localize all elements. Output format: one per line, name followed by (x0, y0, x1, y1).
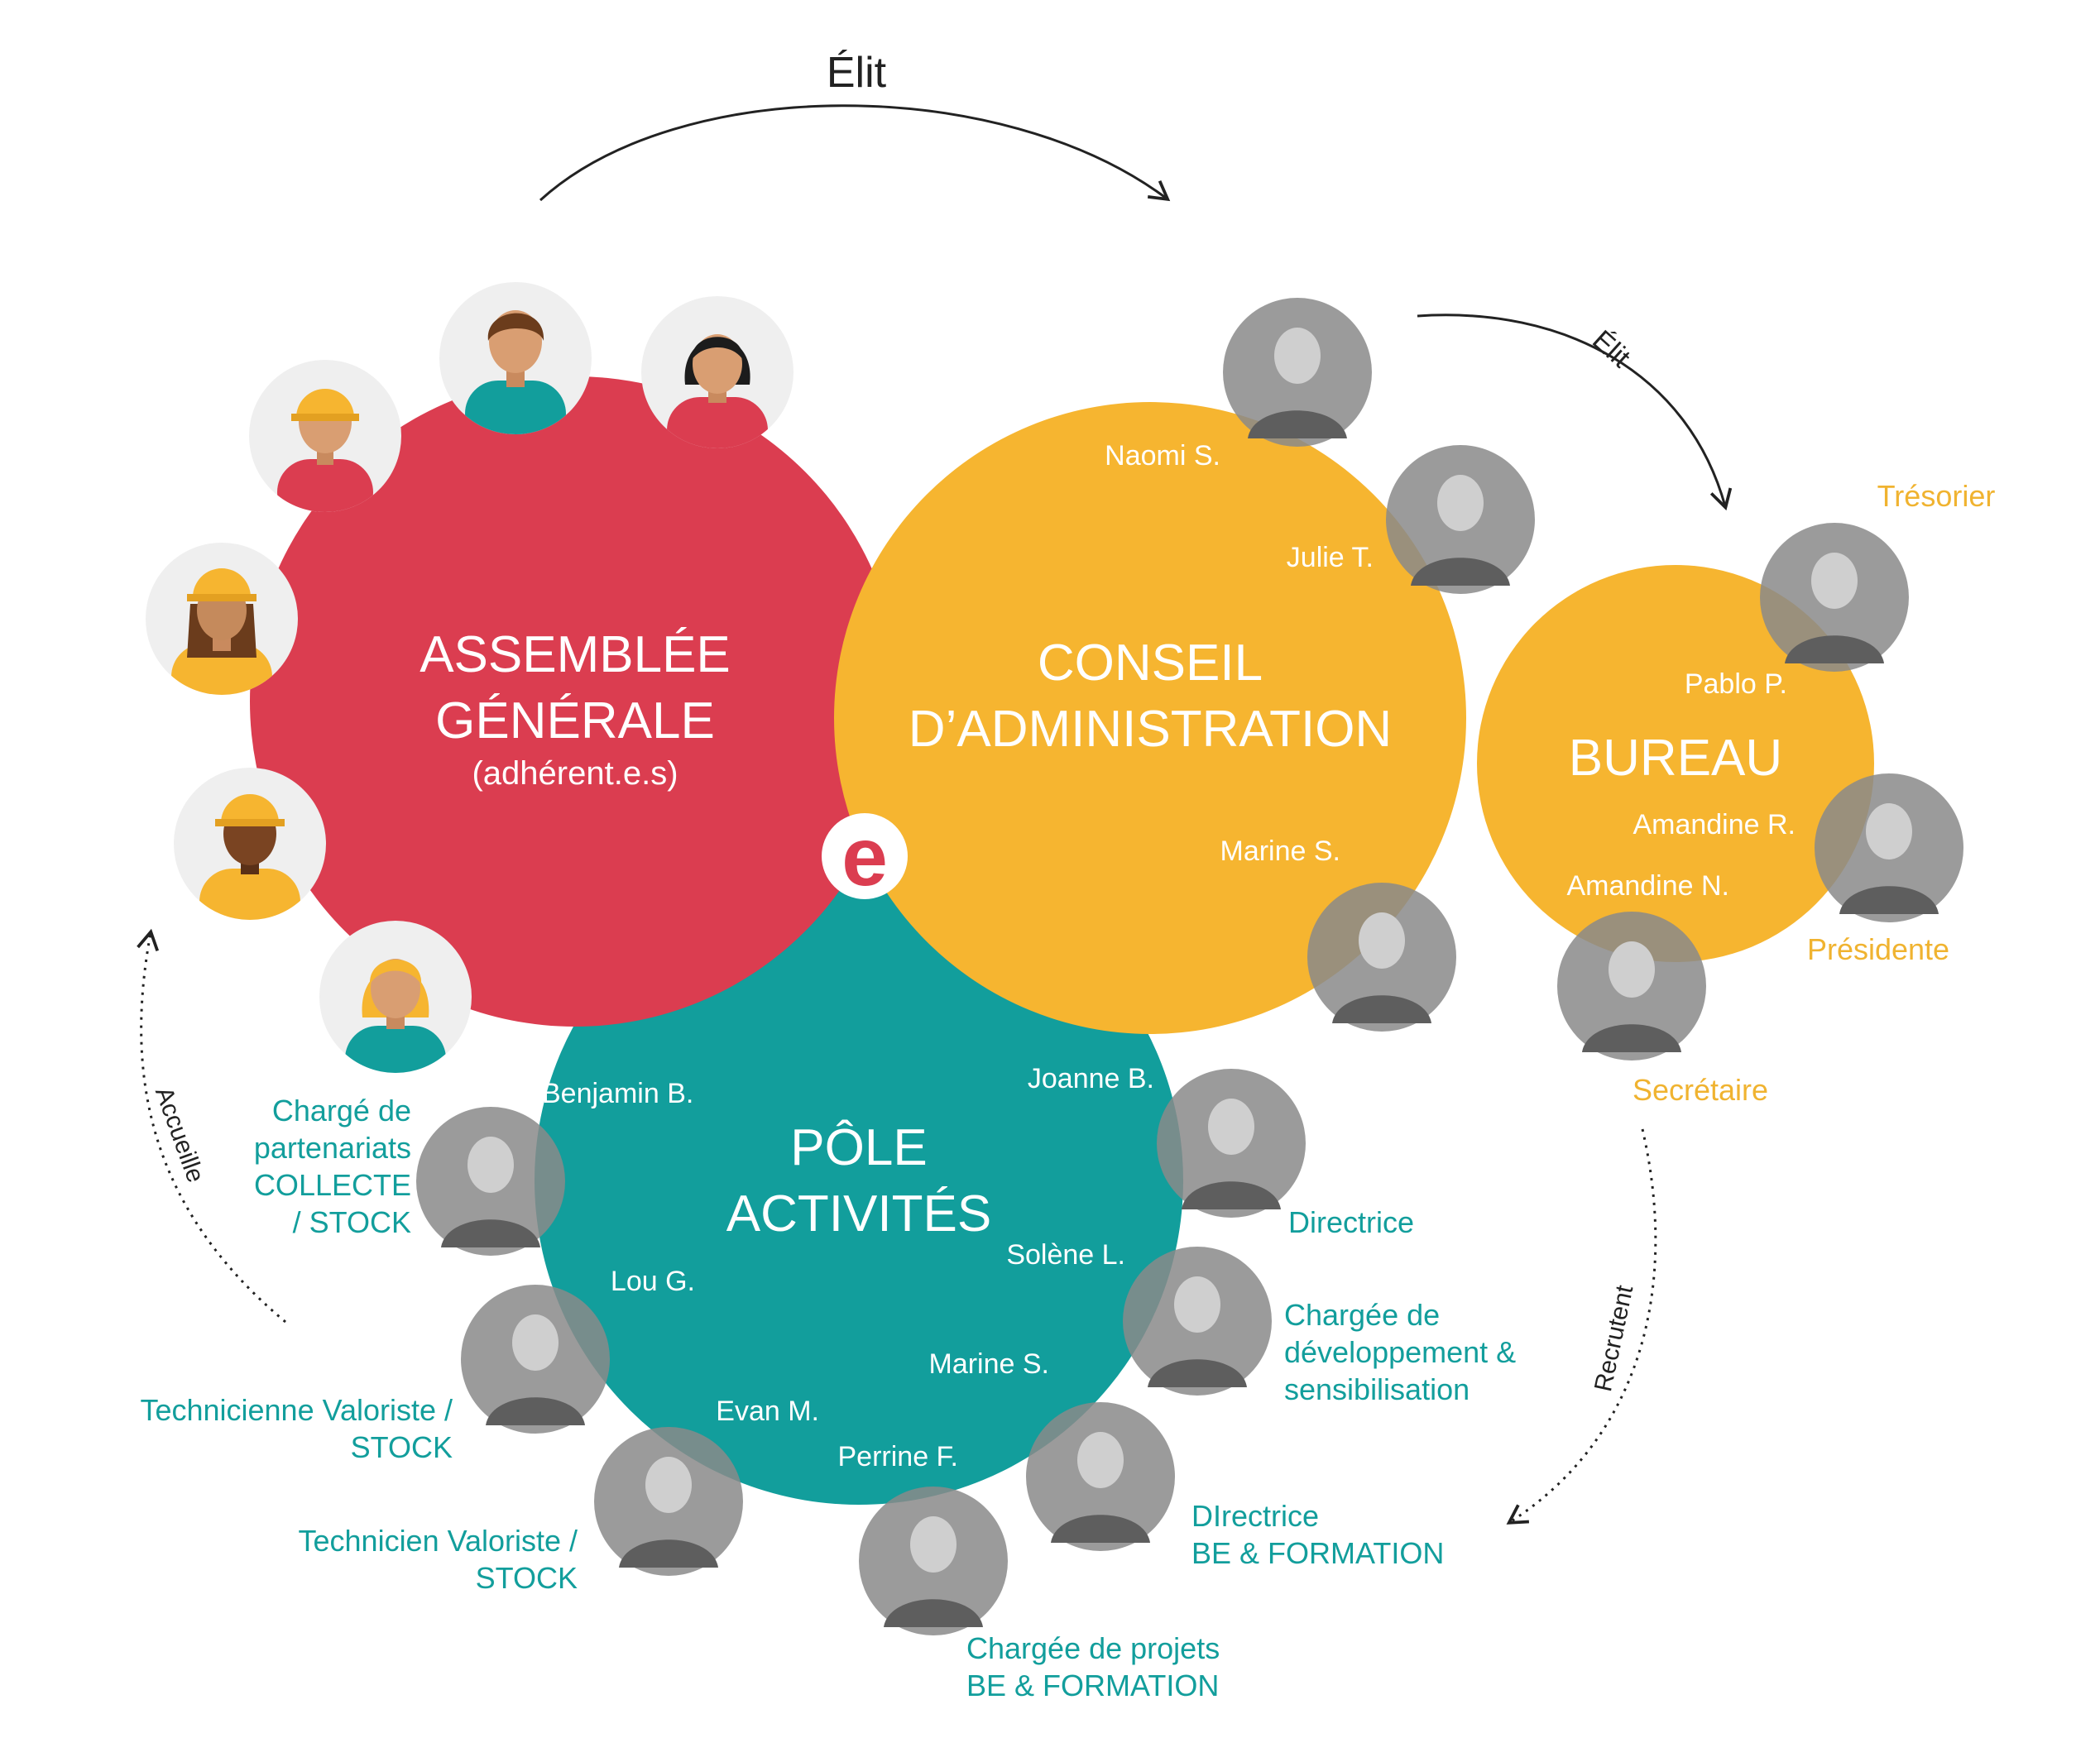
accueille-label: Accueille (150, 1084, 209, 1186)
council-names: Naomi S. Julie T. Marine S. (1105, 440, 1374, 867)
conseil-administration-circle (834, 402, 1466, 1034)
svg-text:Technicienne Valoriste /: Technicienne Valoriste / (140, 1393, 453, 1427)
photo-benjamin-b (416, 1107, 565, 1256)
name-benjamin-b: Benjamin B. (542, 1078, 693, 1109)
bureau-circle (1477, 565, 1874, 962)
elit-right-label: Élit (1586, 324, 1637, 374)
pole-circle-group (535, 856, 1183, 1505)
name-joanne-b: Joanne B. (1028, 1063, 1154, 1094)
pole-title-line2: ACTIVITÉS (726, 1185, 991, 1242)
council-circle-group (834, 402, 1466, 1034)
photo-julie-t (1386, 445, 1535, 594)
svg-text:Directrice: Directrice (1288, 1205, 1414, 1239)
blonde-woman-avatar-icon (319, 921, 472, 1073)
accueille-arrow: Accueille (137, 928, 286, 1324)
role-solene-l: Chargée de développement & sensibilisati… (1284, 1298, 1516, 1406)
assemblee-generale-circle (250, 376, 900, 1027)
photo-solene-l (1123, 1247, 1272, 1396)
bureau-title: BUREAU (1569, 730, 1782, 787)
role-evan-m: Technicien Valoriste / STOCK (299, 1524, 578, 1595)
bureau-circle-group (1477, 565, 1874, 962)
svg-text:/ STOCK: / STOCK (293, 1205, 411, 1239)
svg-text:développement &: développement & (1284, 1335, 1516, 1369)
svg-text:Chargée de: Chargée de (1284, 1298, 1440, 1332)
dark-skin-worker-helmet-avatar-icon (174, 768, 326, 920)
svg-text:BE & FORMATION: BE & FORMATION (966, 1669, 1219, 1702)
photo-joanne-b (1157, 1069, 1306, 1218)
pole-title-line1: PÔLE (790, 1119, 927, 1176)
name-julie-t: Julie T. (1287, 542, 1374, 573)
assembly-title-line1: ASSEMBLÉE (420, 626, 731, 683)
photo-naomi-s (1223, 298, 1372, 447)
photo-marine-s-pole (1026, 1402, 1175, 1551)
svg-text:partenariats: partenariats (254, 1131, 411, 1165)
pole-roles: Chargé de partenariats COLLECTE / STOCK … (140, 1094, 1516, 1702)
svg-text:sensibilisation: sensibilisation (1284, 1372, 1470, 1406)
photo-amandine-r (1815, 773, 1963, 922)
name-amandine-n: Amandine N. (1566, 870, 1729, 902)
member-photos (416, 298, 1963, 1635)
elit-top-arrow: Élit (539, 49, 1171, 202)
role-presidente: Présidente (1807, 932, 1949, 966)
assembly-circle-group (250, 376, 900, 1027)
logo: e (822, 811, 908, 903)
bureau-roles: Trésorier Présidente Secrétaire (1633, 479, 1995, 1107)
svg-text:COLLECTE: COLLECTE (254, 1168, 411, 1202)
pole-title: PÔLE ACTIVITÉS (726, 1119, 991, 1242)
svg-text:STOCK: STOCK (476, 1561, 578, 1595)
assembly-title: ASSEMBLÉE GÉNÉRALE (adhérent.e.s) (420, 626, 731, 792)
photo-lou-g (461, 1285, 610, 1434)
role-benjamin-b: Chargé de partenariats COLLECTE / STOCK (254, 1094, 411, 1239)
role-secretaire: Secrétaire (1633, 1073, 1768, 1107)
logo-letter: e (841, 811, 888, 903)
man-avatar-icon (439, 282, 592, 434)
name-marine-s-council: Marine S. (1220, 835, 1341, 867)
council-title-line2: D’ADMINISTRATION (909, 701, 1392, 758)
council-title: CONSEIL D’ADMINISTRATION (909, 634, 1392, 758)
photo-marine-s-council (1307, 883, 1456, 1032)
svg-text:Chargée de projets: Chargée de projets (966, 1631, 1220, 1665)
role-tresorier: Trésorier (1877, 479, 1996, 513)
bureau-names: Pablo P. Amandine R. Amandine N. (1566, 668, 1796, 902)
bureau-title-text: BUREAU (1569, 730, 1782, 787)
name-amandine-r: Amandine R. (1633, 809, 1796, 840)
svg-text:DIrectrice: DIrectrice (1191, 1499, 1319, 1533)
elit-top-label: Élit (827, 49, 887, 97)
name-lou-g: Lou G. (611, 1266, 695, 1297)
role-lou-g: Technicienne Valoriste / STOCK (140, 1393, 453, 1464)
name-solene-l: Solène L. (1006, 1239, 1125, 1271)
photo-amandine-n (1557, 912, 1706, 1061)
photo-pablo-p (1760, 523, 1909, 672)
photo-evan-m (594, 1427, 743, 1576)
pole-activites-circle (535, 856, 1183, 1505)
assembly-subtitle: (adhérent.e.s) (472, 755, 678, 792)
assembly-title-line2: GÉNÉRALE (435, 692, 715, 749)
role-joanne-b: Directrice (1288, 1205, 1414, 1239)
pole-names: Benjamin B. Joanne B. Solène L. Lou G. M… (542, 1063, 1154, 1472)
role-marine-s-pole: DIrectrice BE & FORMATION (1191, 1499, 1444, 1570)
svg-text:Chargé de: Chargé de (272, 1094, 411, 1128)
photo-perrine-f (859, 1487, 1008, 1635)
recrutent-arrow: Recrutent (1506, 1128, 1657, 1525)
name-evan-m: Evan M. (716, 1396, 819, 1427)
recrutent-label: Recrutent (1589, 1282, 1638, 1394)
council-title-line1: CONSEIL (1038, 634, 1263, 692)
svg-text:Technicien Valoriste /: Technicien Valoriste / (299, 1524, 578, 1558)
name-pablo-p: Pablo P. (1685, 668, 1787, 700)
role-perrine-f: Chargée de projets BE & FORMATION (966, 1631, 1220, 1702)
name-marine-s-pole: Marine S. (929, 1348, 1050, 1380)
name-naomi-s: Naomi S. (1105, 440, 1220, 472)
svg-text:STOCK: STOCK (351, 1430, 453, 1464)
name-perrine-f: Perrine F. (838, 1441, 959, 1472)
svg-text:BE & FORMATION: BE & FORMATION (1191, 1536, 1444, 1570)
